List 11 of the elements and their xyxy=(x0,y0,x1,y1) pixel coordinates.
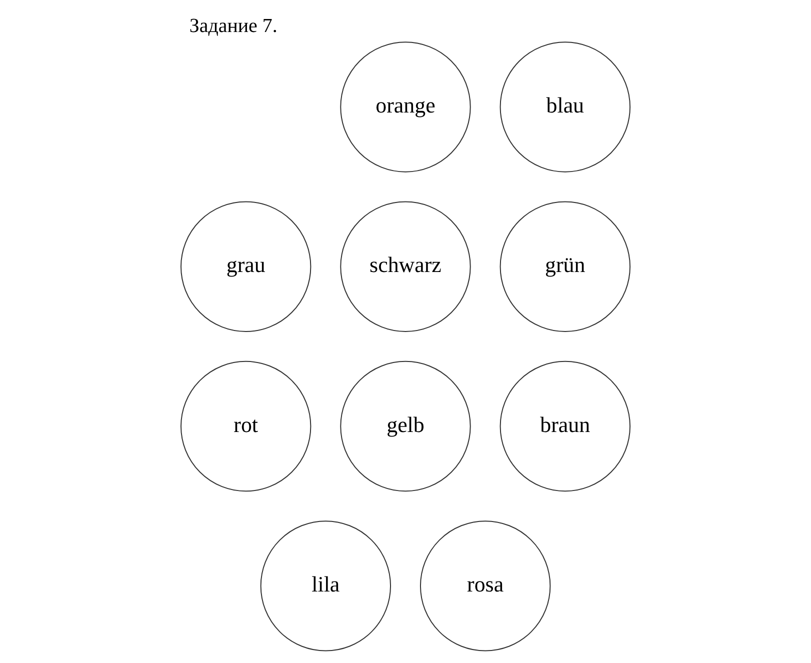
node-circle: schwarz xyxy=(340,201,471,332)
node-circle: lila xyxy=(260,520,392,652)
diagram-title: Задание 7. xyxy=(189,15,278,38)
node-circle: rosa xyxy=(420,520,551,652)
node-circle: gelb xyxy=(340,360,471,492)
node-circle: orange xyxy=(340,42,471,172)
node-circle: grau xyxy=(180,201,312,332)
node-circle: braun xyxy=(500,360,630,492)
node-circle: rot xyxy=(180,360,312,492)
node-circle: grün xyxy=(500,201,630,332)
node-circle: blau xyxy=(500,42,630,172)
